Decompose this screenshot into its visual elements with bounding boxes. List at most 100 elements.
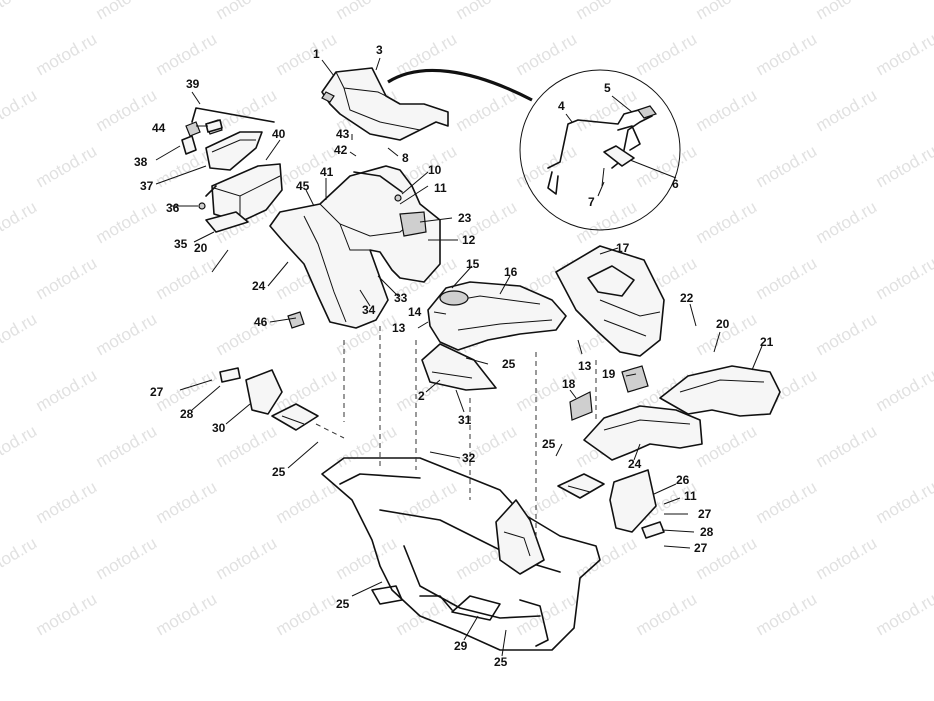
watermark-text: motod.ru xyxy=(0,421,40,471)
watermark-text: motod.ru xyxy=(393,477,461,527)
watermark-text: motod.ru xyxy=(633,29,701,79)
footrest-plates xyxy=(271,403,605,499)
assembly-guides xyxy=(315,326,597,540)
rear-fenders xyxy=(569,365,781,461)
watermark-text: motod.ru xyxy=(0,309,40,359)
callout-29: 29 xyxy=(454,639,468,653)
leader-lines xyxy=(155,57,763,657)
watermark-text: motod.ru xyxy=(873,29,934,79)
callout-13-right: 13 xyxy=(578,359,592,373)
watermark-text: motod.ru xyxy=(213,309,281,359)
callout-7: 7 xyxy=(588,195,595,209)
rear-rack-cover xyxy=(555,245,665,357)
callout-26: 26 xyxy=(676,473,690,487)
watermark-text: motod.ru xyxy=(873,253,934,303)
watermark-text: motod.ru xyxy=(153,589,221,639)
watermark-text: motod.ru xyxy=(153,29,221,79)
callout-32: 32 xyxy=(462,451,476,465)
callout-42: 42 xyxy=(334,143,348,157)
watermark-text: motod.ru xyxy=(693,85,761,135)
watermark-text: motod.ru xyxy=(153,253,221,303)
callout-21: 21 xyxy=(760,335,774,349)
callout-27-right-top: 27 xyxy=(698,507,712,521)
callout-5: 5 xyxy=(604,81,611,95)
callout-27-left: 27 xyxy=(150,385,164,399)
callout-11-rear: 11 xyxy=(684,489,697,503)
callout-23: 23 xyxy=(458,211,472,225)
watermark-text: motod.ru xyxy=(873,589,934,639)
callout-40: 40 xyxy=(272,127,286,141)
callout-25-lower-left: 25 xyxy=(272,465,286,479)
callout-16: 16 xyxy=(504,265,518,279)
watermark-text: motod.ru xyxy=(93,309,161,359)
watermark-text: motod.ru xyxy=(513,29,581,79)
callout-10: 10 xyxy=(428,163,442,177)
watermark-text: motod.ru xyxy=(213,533,281,583)
callout-22: 22 xyxy=(680,291,694,305)
watermark-text: motod.ru xyxy=(93,421,161,471)
callout-44: 44 xyxy=(152,121,166,135)
watermark-text: motod.ru xyxy=(753,253,821,303)
mud-flaps xyxy=(219,367,665,539)
watermark-text: motod.ru xyxy=(573,197,641,247)
callout-43: 43 xyxy=(336,127,350,141)
watermark-text: motod.ru xyxy=(33,589,101,639)
callout-25-tank: 25 xyxy=(502,357,516,371)
callout-24-right: 24 xyxy=(628,457,642,471)
watermark-text: motod.ru xyxy=(813,421,881,471)
callout-3: 3 xyxy=(376,43,383,57)
callout-18: 18 xyxy=(562,377,576,391)
watermark-text: motod.ru xyxy=(753,589,821,639)
watermark-text: motod.ru xyxy=(93,0,161,23)
watermark-text: motod.ru xyxy=(273,29,341,79)
watermark-text: motod.ru xyxy=(333,421,401,471)
watermark-text: motod.ru xyxy=(0,0,40,23)
watermark-text: motod.ru xyxy=(93,533,161,583)
watermark-text: motod.ru xyxy=(93,85,161,135)
callout-17: 17 xyxy=(616,241,630,255)
watermark-text: motod.ru xyxy=(33,365,101,415)
callout-13-left: 13 xyxy=(392,321,406,335)
watermark-text: motod.ru xyxy=(693,421,761,471)
callout-36: 36 xyxy=(166,201,180,215)
watermark-text: motod.ru xyxy=(153,477,221,527)
watermark-text: motod.ru xyxy=(333,0,401,23)
watermark-text: motod.ru xyxy=(693,0,761,23)
watermark-text: motod.ru xyxy=(753,29,821,79)
callout-19: 19 xyxy=(602,367,616,381)
callout-25-frame-left: 25 xyxy=(336,597,350,611)
callout-31: 31 xyxy=(458,413,472,427)
watermark-text: motod.ru xyxy=(813,85,881,135)
watermark-text: motod.ru xyxy=(753,477,821,527)
watermark-text: motod.ru xyxy=(0,533,40,583)
callout-11-top: 11 xyxy=(434,181,447,195)
callout-28-right: 28 xyxy=(700,525,714,539)
watermark-text: motod.ru xyxy=(693,197,761,247)
detail-inset xyxy=(519,69,681,231)
callout-27-right-bottom: 27 xyxy=(694,541,708,555)
watermark-text: motod.ru xyxy=(813,309,881,359)
watermark-text: motod.ru xyxy=(453,85,521,135)
callout-labels: 1 3 4 5 6 7 8 10 11 11 12 13 13 14 15 16… xyxy=(134,43,774,669)
callout-46: 46 xyxy=(254,315,268,329)
seat-assembly xyxy=(321,67,449,141)
front-fender-body xyxy=(269,165,441,329)
callout-24-left: 24 xyxy=(252,279,266,293)
callout-4: 4 xyxy=(558,99,565,113)
watermark-text: motod.ru xyxy=(213,0,281,23)
callout-45: 45 xyxy=(296,179,310,193)
callout-2: 2 xyxy=(418,389,425,403)
callout-41: 41 xyxy=(320,165,334,179)
watermark-text: motod.ru xyxy=(633,589,701,639)
callout-14: 14 xyxy=(408,305,422,319)
watermark-text: motod.ru xyxy=(33,477,101,527)
callout-39: 39 xyxy=(186,77,200,91)
callout-38: 38 xyxy=(134,155,148,169)
callout-35: 35 xyxy=(174,237,188,251)
callout-8: 8 xyxy=(402,151,409,165)
watermark-text: motod.ru xyxy=(873,365,934,415)
callout-34: 34 xyxy=(362,303,376,317)
callout-33: 33 xyxy=(394,291,408,305)
callout-6: 6 xyxy=(672,177,679,191)
